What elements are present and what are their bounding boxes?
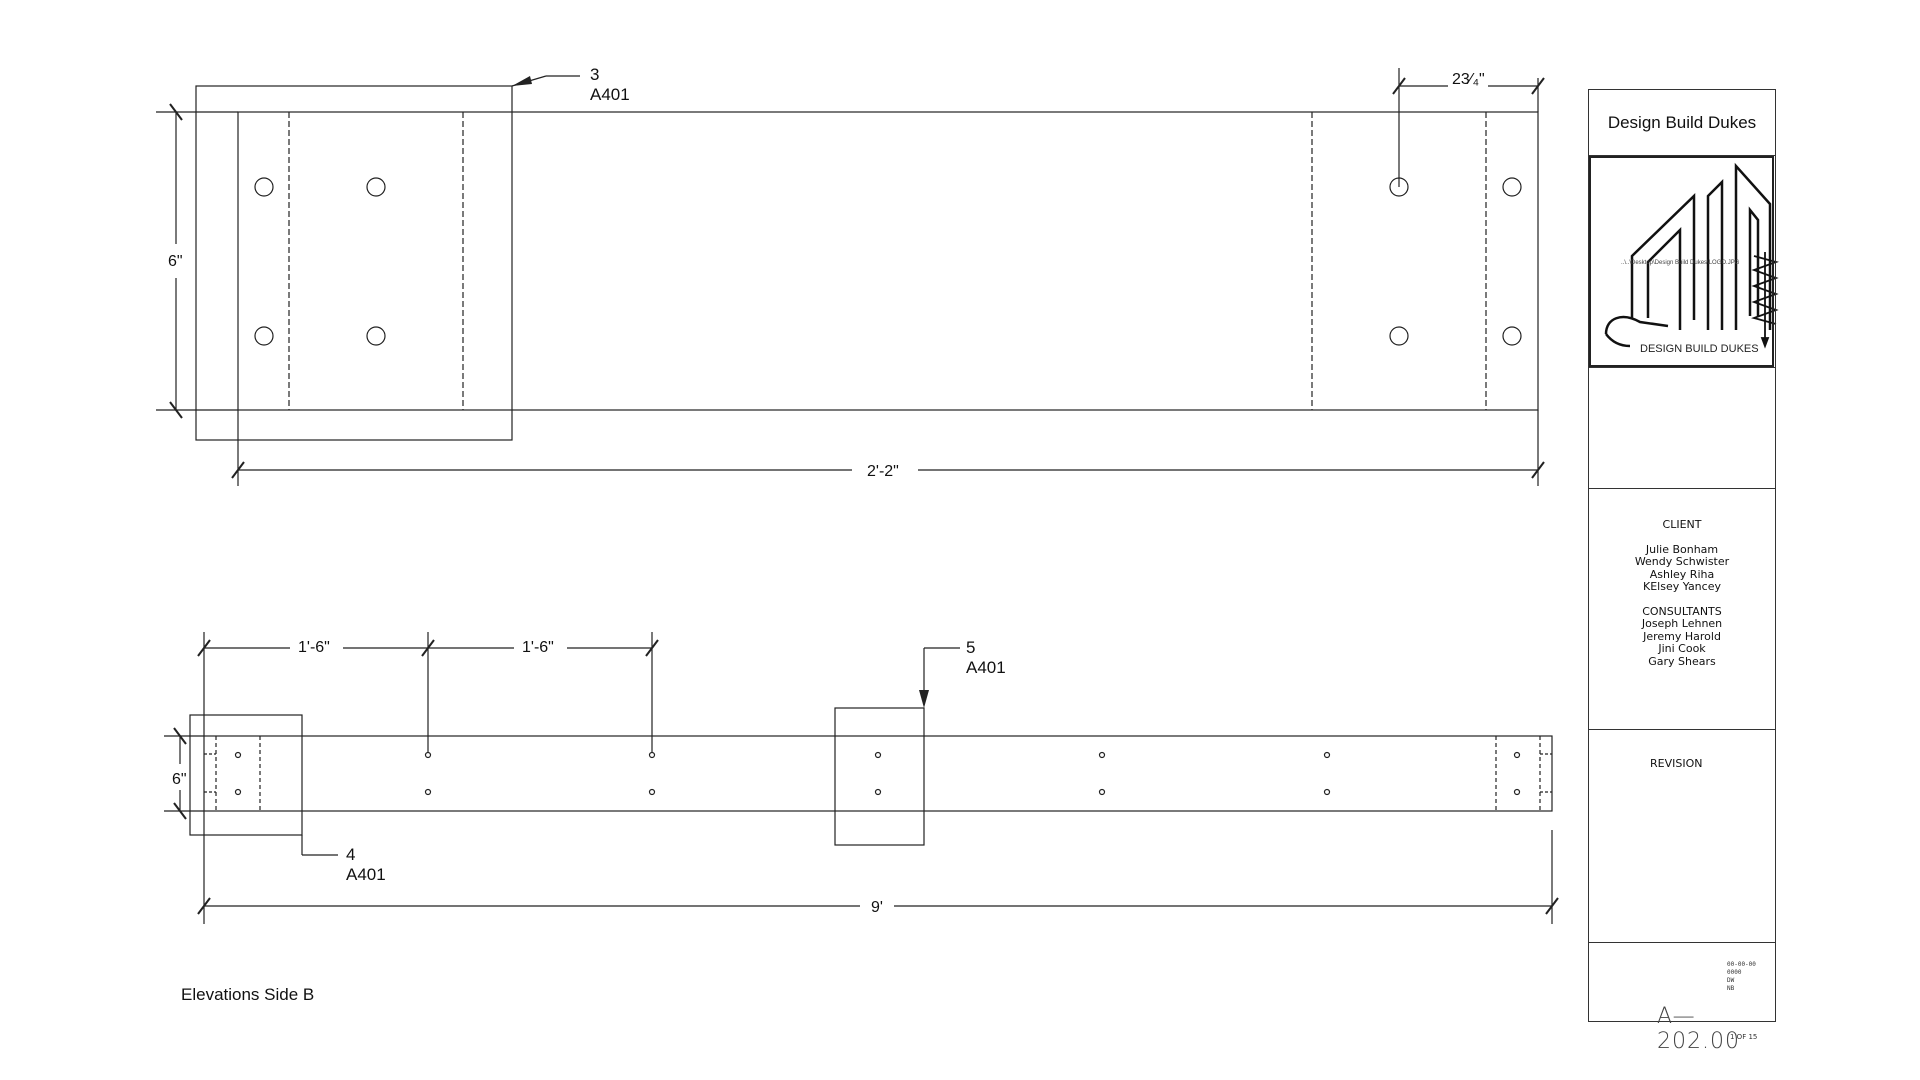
small-holes	[234, 751, 1521, 796]
logo-frame	[1589, 156, 1774, 367]
bolt-hole	[254, 177, 274, 197]
callout-5-sheet: A401	[966, 658, 1006, 677]
revision-label: REVISION	[1650, 757, 1703, 770]
blank-panel	[1589, 368, 1775, 489]
callout-4-number: 4	[346, 845, 355, 864]
bottom-detail-box-mid	[834, 707, 925, 846]
bottom-spacing-label-1: 1'-6"	[298, 639, 330, 656]
callout-3-leader	[511, 75, 580, 87]
top-length-label: 2'-2"	[867, 463, 899, 480]
meta-drawn: DW	[1727, 977, 1735, 984]
bottom-detail-box-left	[189, 714, 303, 836]
bottom-spacing-label-2: 1'-6"	[522, 639, 554, 656]
bolt-hole	[366, 326, 386, 346]
client-label: CLIENT	[1662, 518, 1702, 531]
logo-mark	[1604, 162, 1772, 348]
screw-icon	[1751, 252, 1779, 349]
bottom-height-dimension	[164, 727, 204, 820]
bottom-beam	[203, 735, 1553, 812]
bottom-length-dimension	[197, 811, 1559, 924]
bottom-height-label: 6"	[172, 771, 187, 788]
bolt-hole	[366, 177, 386, 197]
callout-5-leader	[919, 647, 960, 708]
client-name: Julie Bonham	[1645, 542, 1719, 556]
consultant-name: Joseph Lehnen	[1641, 617, 1723, 630]
client-name: Ashley Riha	[1649, 567, 1715, 581]
sheet-meta: 00-00-00 0000 DW NB	[1727, 961, 1756, 993]
top-detail-box	[195, 85, 513, 441]
logo-file-path: ..\..\Desktop\Design Build Dukes\LOGO.JP…	[1621, 260, 1740, 266]
bottom-spacing-dimensions	[197, 632, 659, 752]
sheet-count: 1 OF 15	[1730, 1033, 1758, 1041]
top-end-label: 23⁄₄"	[1452, 71, 1485, 88]
consultant-name: Jeremy Harold	[1643, 629, 1721, 643]
top-elevation	[156, 68, 1545, 486]
drawing-title: Elevations Side B	[181, 985, 314, 1004]
callout-3-sheet: A401	[590, 85, 630, 104]
sheet-number: A—202.00	[1657, 1004, 1740, 1054]
callout-4-leader	[301, 835, 338, 856]
callout-5-number: 5	[966, 638, 975, 657]
client-name: KElsey Yancey	[1643, 580, 1721, 593]
logo-brand-text: DESIGN BUILD DUKES	[1640, 343, 1759, 355]
top-length-dimension	[231, 410, 1545, 486]
consultants-label: CONSULTANTS	[1642, 604, 1722, 618]
bottom-elevation	[164, 632, 1559, 924]
callout-4-sheet: A401	[346, 865, 386, 884]
bolt-hole	[1389, 326, 1409, 346]
client-name: Wendy Schwister	[1634, 555, 1730, 568]
revision-panel: REVISION	[1589, 730, 1775, 943]
consultant-name: Jini Cook	[1658, 642, 1706, 655]
callout-3-number: 3	[590, 65, 599, 84]
top-height-label: 6"	[168, 253, 183, 270]
meta-date: 00-00-00	[1727, 961, 1756, 968]
client-panel: CLIENT Julie Bonham Wendy Schwister Ashl…	[1589, 489, 1775, 730]
bolt-hole	[254, 326, 274, 346]
meta-checked: NB	[1727, 985, 1735, 992]
logo-panel: ..\..\Desktop\Design Build Dukes\LOGO.JP…	[1589, 156, 1775, 368]
bottom-length-label: 9'	[871, 899, 883, 916]
meta-project: 0000	[1727, 969, 1742, 976]
firm-name: Design Build Dukes	[1589, 90, 1775, 156]
sheet-panel: 00-00-00 0000 DW NB A—202.00 1 OF 15	[1589, 943, 1775, 1054]
consultant-name: Gary Shears	[1648, 654, 1716, 668]
top-height-dimension	[156, 103, 238, 419]
bolt-hole	[1502, 177, 1522, 197]
bolt-hole	[1502, 326, 1522, 346]
title-block: Design Build Dukes ..\..\Desktop\Design …	[1588, 89, 1776, 1054]
top-beam	[237, 111, 1539, 411]
top-end-dimension	[1392, 68, 1545, 187]
